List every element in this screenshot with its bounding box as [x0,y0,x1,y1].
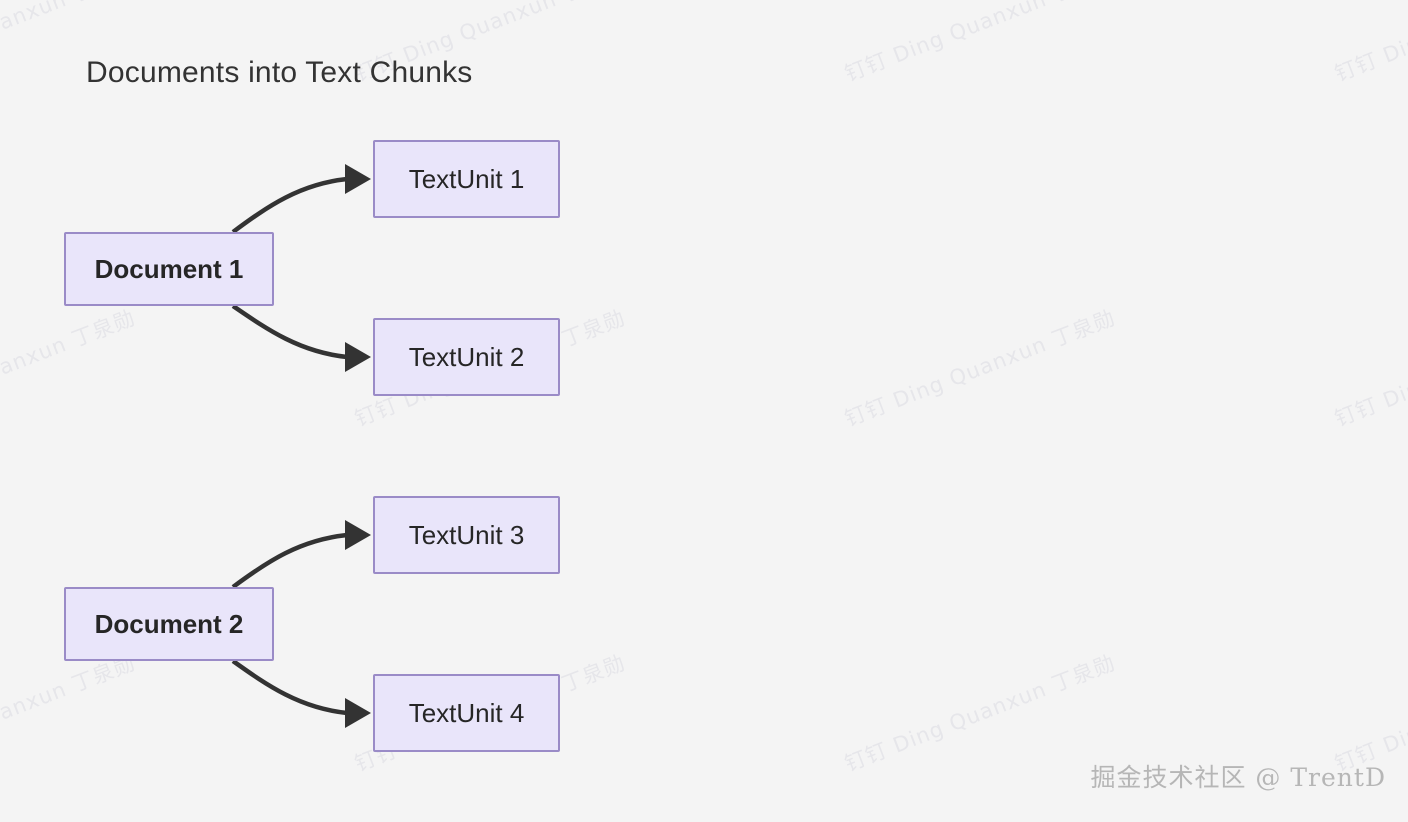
node-textunit-3[interactable]: TextUnit 3 [373,496,560,574]
node-textunit-4[interactable]: TextUnit 4 [373,674,560,752]
edge-line [231,304,348,360]
node-label: Document 2 [94,608,244,639]
node-document-2[interactable]: Document 2 [64,587,274,661]
edge-document-1-textunit-2 [231,304,371,372]
node-label: Document 1 [94,253,244,284]
node-textunit-1[interactable]: TextUnit 1 [373,140,560,218]
edge-line [231,532,348,589]
node-label: TextUnit 4 [408,697,525,728]
edge-arrowhead-icon [345,342,371,372]
node-textunit-2[interactable]: TextUnit 2 [373,318,560,396]
attribution-label: 掘金技术社区 @ TrentD [1090,763,1386,792]
edge-document-2-textunit-3 [231,520,371,589]
node-label: TextUnit 1 [408,163,525,194]
node-label: TextUnit 2 [408,341,525,372]
edge-arrowhead-icon [345,164,371,194]
edge-arrowhead-icon [345,698,371,728]
page-title: Documents into Text Chunks [86,56,473,89]
edge-document-2-textunit-4 [231,659,371,728]
node-document-1[interactable]: Document 1 [64,232,274,306]
node-label: TextUnit 3 [408,519,525,550]
edge-line [231,659,348,716]
edge-arrowhead-icon [345,520,371,550]
edge-line [231,176,348,234]
edge-document-1-textunit-1 [231,164,371,234]
